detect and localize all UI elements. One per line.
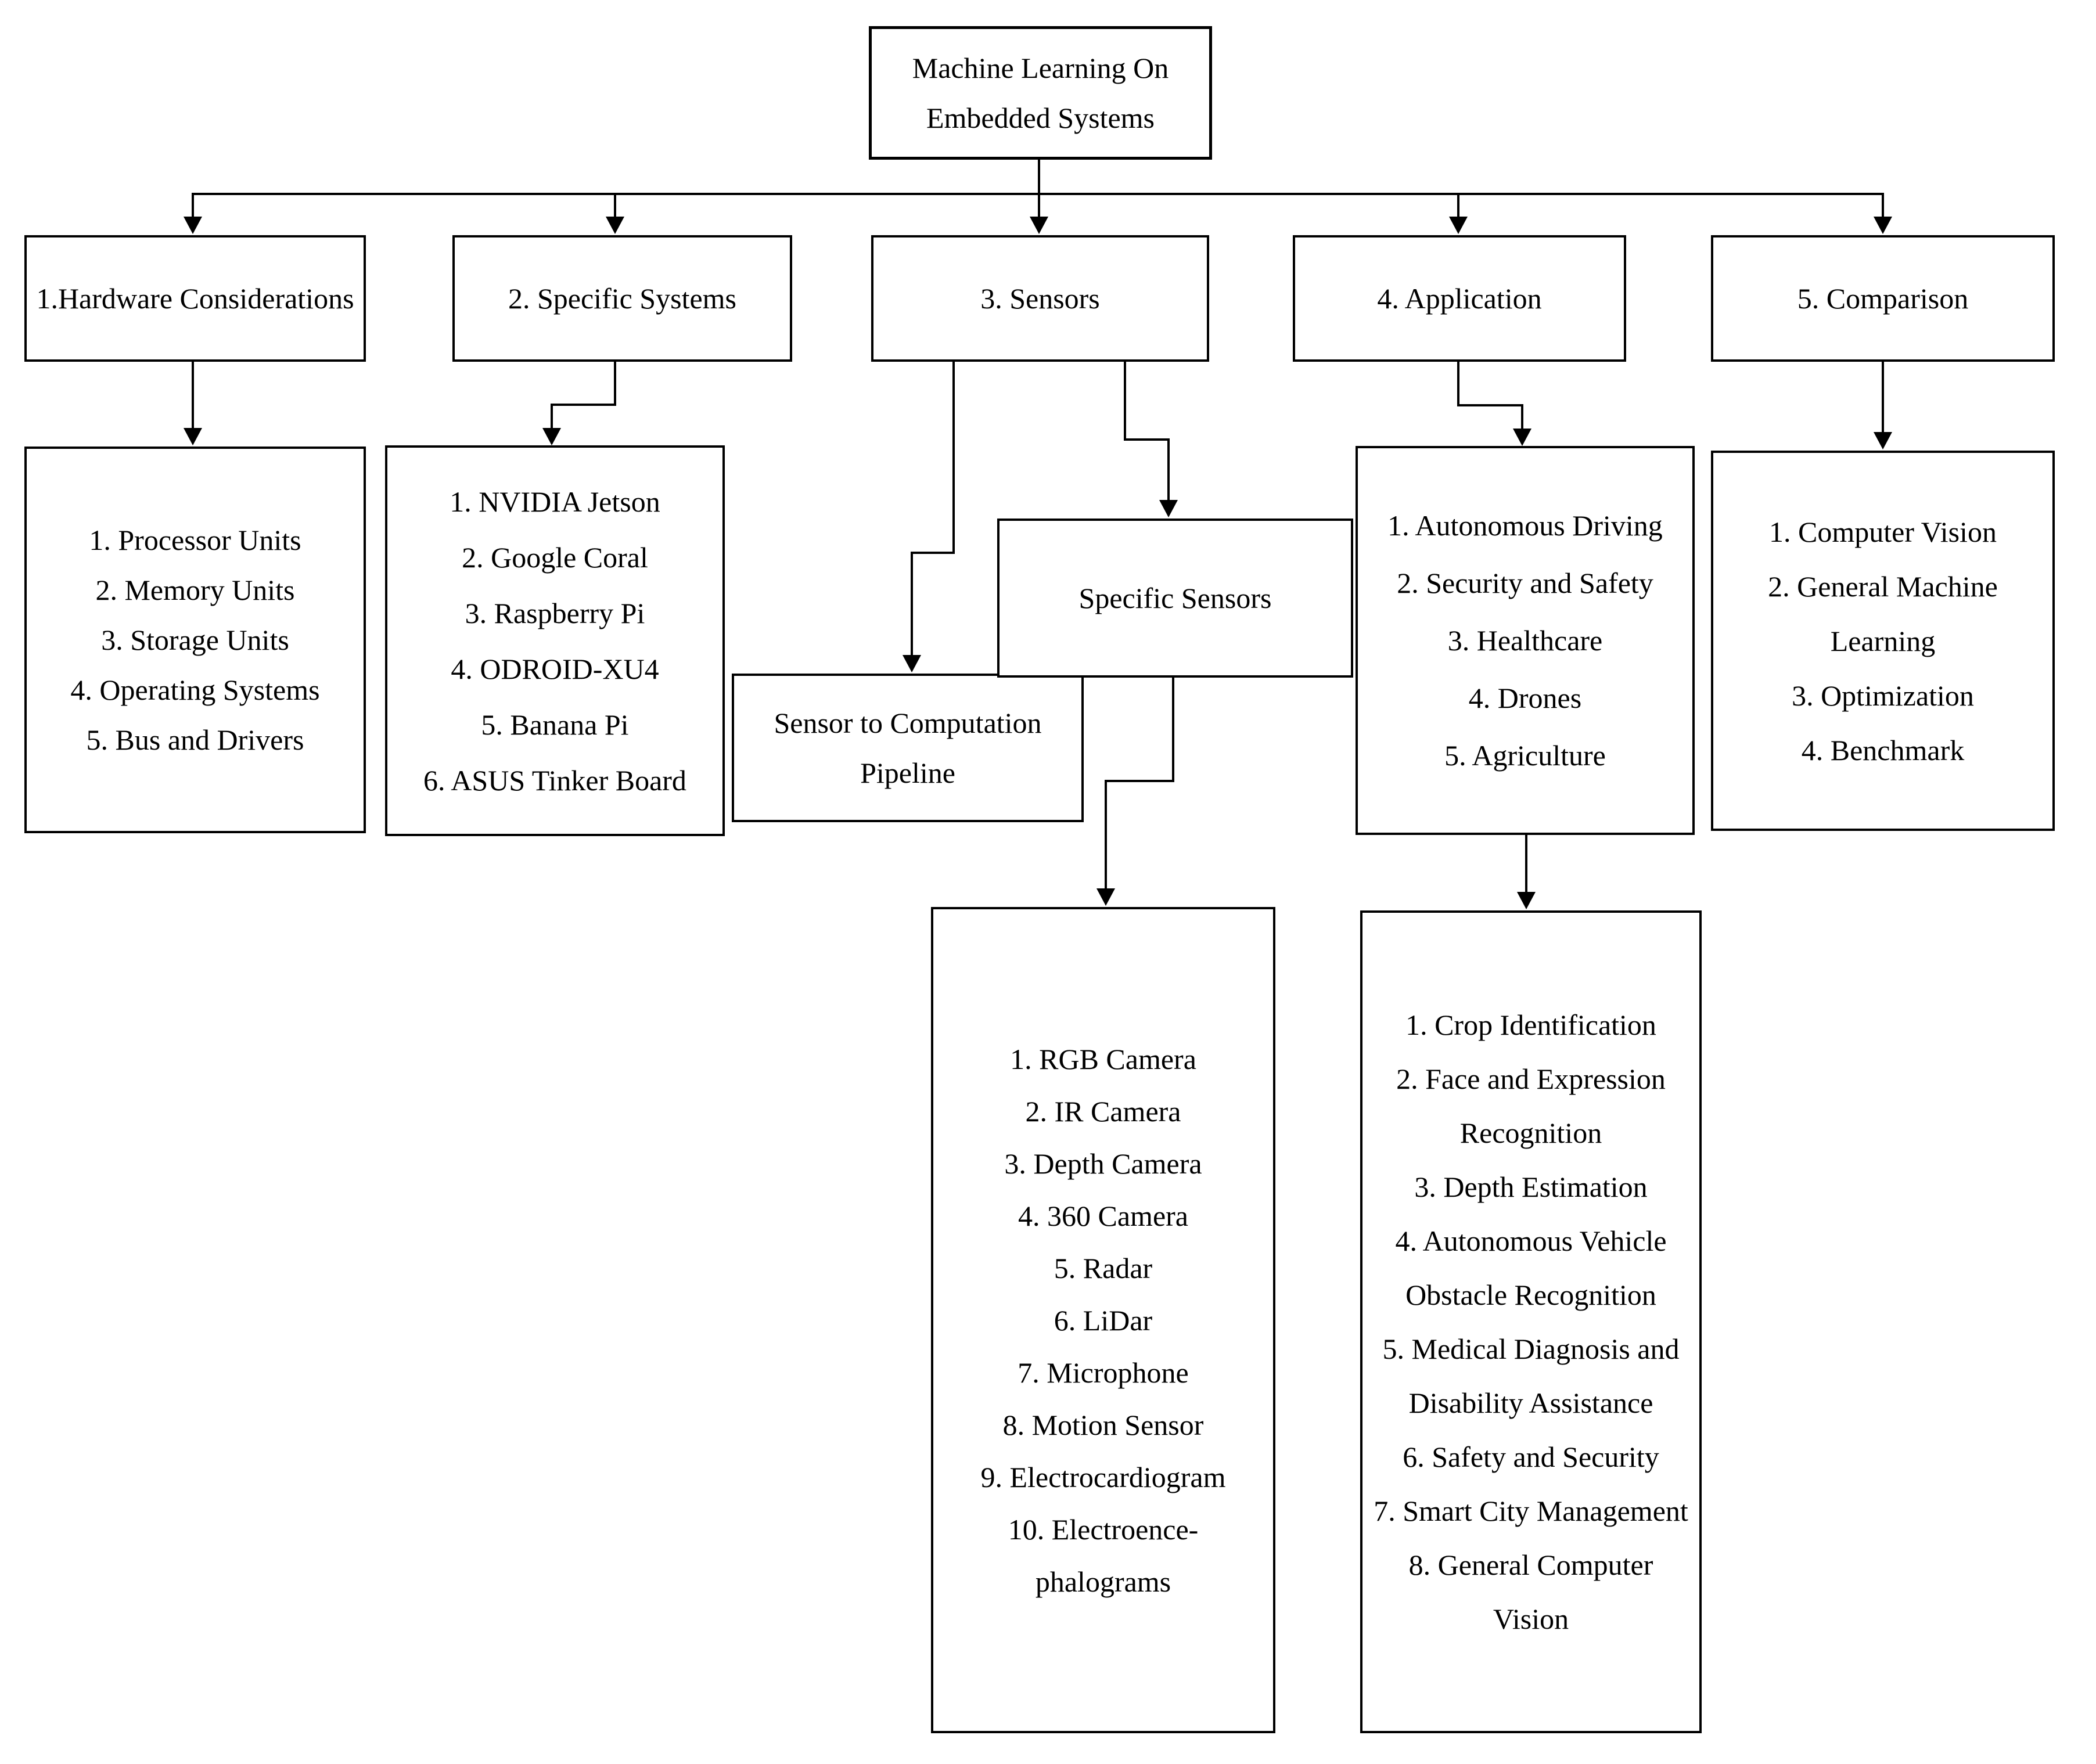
list-item: 1. Crop Identification: [1405, 1008, 1656, 1041]
connector-sensors-specific: [1167, 438, 1170, 506]
list-application-areas: 1. Autonomous Driving 2. Security and Saf…: [1356, 446, 1695, 835]
node-comparison: 5. Comparison: [1711, 235, 2055, 362]
list-item: 3. Raspberry Pi: [465, 596, 645, 629]
list-hardware-topics: 1. Processor Units 2. Memory Units 3. Stor…: [24, 447, 366, 833]
list-item: 2. General Machine Learning: [1768, 570, 1998, 657]
arrow-down-icon: [1159, 500, 1178, 517]
connector-application-elbow: [1457, 362, 1459, 406]
list-item: 6. Safety and Security: [1403, 1440, 1659, 1473]
connector-drop-hardware: [192, 193, 194, 224]
list-item: 1. Computer Vision: [1769, 515, 1997, 548]
list-item: 2. Face and Expression Recognition: [1396, 1062, 1666, 1149]
node-specific-sensors: Specific Sensors: [997, 519, 1353, 678]
list-item: 2. IR Camera: [1025, 1095, 1181, 1128]
arrow-down-icon: [1874, 432, 1892, 449]
arrow-down-icon: [184, 217, 202, 234]
connector-specific-sensortypes: [1105, 780, 1174, 782]
list-item: 3. Depth Camera: [1004, 1147, 1202, 1180]
list-item: 3. Storage Units: [101, 624, 289, 656]
arrow-down-icon: [903, 655, 921, 672]
list-item: 1. Processor Units: [89, 524, 301, 556]
list-item: 8. General Computer Vision: [1408, 1548, 1653, 1635]
list-item: 5. Medical Diagnosis and Disability Assi…: [1382, 1332, 1680, 1419]
list-item: 1. RGB Camera: [1010, 1042, 1196, 1075]
connector-systems-elbow: [551, 404, 553, 433]
list-item: 4. Operating Systems: [70, 674, 320, 706]
node-hardware-considerations: 1.Hardware Considerations: [24, 235, 366, 362]
list-item: 2. Memory Units: [95, 574, 295, 606]
list-item: 4. Drones: [1468, 681, 1582, 714]
connector-drop-application: [1457, 193, 1459, 224]
arrow-down-icon: [1449, 217, 1468, 234]
arrow-down-icon: [1030, 217, 1048, 234]
connector-sensors-pipeline: [952, 362, 955, 554]
list-item: 4. Benchmark: [1801, 733, 1965, 766]
connector-sensors-specific: [1124, 438, 1170, 441]
node-label: Specific Sensors: [1078, 582, 1272, 614]
connector-systems-elbow: [551, 404, 616, 406]
arrow-down-icon: [606, 217, 624, 234]
node-sensor-to-computation-pipeline: Sensor to Computation Pipeline: [732, 674, 1084, 822]
connector-root-drop: [1038, 160, 1040, 195]
arrow-down-icon: [1096, 888, 1115, 906]
connector-drop-comparison: [1882, 193, 1884, 224]
list-item: 3. Healthcare: [1447, 624, 1603, 657]
arrow-down-icon: [1874, 217, 1892, 234]
list-sensor-types: 1. RGB Camera 2. IR Camera 3. Depth Camera…: [931, 907, 1275, 1733]
list-item: 6. ASUS Tinker Board: [423, 764, 686, 797]
connector-application-elbow: [1521, 404, 1523, 433]
list-specific-systems: 1. NVIDIA Jetson 2. Google Coral 3. Raspbe…: [385, 445, 725, 836]
connector-sensors-specific: [1124, 362, 1126, 441]
list-item: 2. Security and Safety: [1397, 566, 1653, 599]
connector-drop-systems: [614, 193, 616, 224]
connector-sensors-pipeline: [911, 552, 913, 661]
connector-systems-elbow: [614, 362, 616, 406]
arrow-down-icon: [1513, 429, 1531, 446]
list-item: 7. Microphone: [1018, 1356, 1189, 1389]
arrow-down-icon: [542, 428, 561, 445]
list-item: 5. Radar: [1054, 1251, 1153, 1284]
connector-application-elbow: [1457, 404, 1523, 406]
list-item: 1. Autonomous Driving: [1387, 509, 1663, 542]
list-item: 9. Electrocardiogram: [980, 1460, 1226, 1493]
node-sensors: 3. Sensors: [871, 235, 1209, 362]
node-label: 4. Application: [1377, 282, 1542, 315]
node-label: Sensor to Computation Pipeline: [774, 707, 1042, 789]
connector-specific-sensortypes: [1172, 678, 1174, 782]
node-label: 1.Hardware Considerations: [36, 282, 354, 315]
list-item: 10. Electroence- phalograms: [1008, 1513, 1199, 1598]
node-root: Machine Learning On Embedded Systems: [869, 26, 1212, 160]
list-item: 6. LiDar: [1054, 1304, 1153, 1337]
list-item: 5. Bus and Drivers: [86, 723, 304, 756]
list-item: 2. Google Coral: [462, 541, 648, 574]
connector-drop-sensors: [1038, 193, 1040, 224]
connector-application-details: [1525, 835, 1527, 898]
node-label: 2. Specific Systems: [508, 282, 737, 315]
node-label: 5. Comparison: [1797, 282, 1969, 315]
node-application: 4. Application: [1293, 235, 1626, 362]
list-comparison-topics: 1. Computer Vision 2. General Machine Lea…: [1711, 451, 2055, 831]
list-item: 8. Motion Sensor: [1002, 1408, 1204, 1441]
list-item: 1. NVIDIA Jetson: [450, 485, 660, 518]
list-item: 3. Depth Estimation: [1414, 1170, 1648, 1203]
list-item: 4. ODROID-XU4: [451, 652, 659, 685]
list-item: 5. Banana Pi: [481, 708, 629, 741]
arrow-down-icon: [1517, 892, 1536, 909]
arrow-down-icon: [184, 428, 202, 445]
connector-sensors-pipeline: [911, 552, 955, 554]
node-specific-systems: 2. Specific Systems: [452, 235, 792, 362]
list-item: 7. Smart City Management: [1374, 1494, 1688, 1527]
list-item: 5. Agriculture: [1444, 739, 1606, 772]
node-label: 3. Sensors: [980, 282, 1100, 315]
list-item: 4. Autonomous Vehicle Obstacle Recogniti…: [1395, 1224, 1667, 1311]
node-label: Machine Learning On Embedded Systems: [912, 52, 1169, 134]
list-item: 4. 360 Camera: [1018, 1199, 1188, 1232]
connector-hardware-list: [192, 362, 194, 433]
connector-specific-sensortypes: [1105, 780, 1107, 894]
list-application-details: 1. Crop Identification 2. Face and Expres…: [1360, 910, 1702, 1733]
list-item: 3. Optimization: [1792, 679, 1974, 712]
connector-comparison-list: [1882, 362, 1884, 438]
